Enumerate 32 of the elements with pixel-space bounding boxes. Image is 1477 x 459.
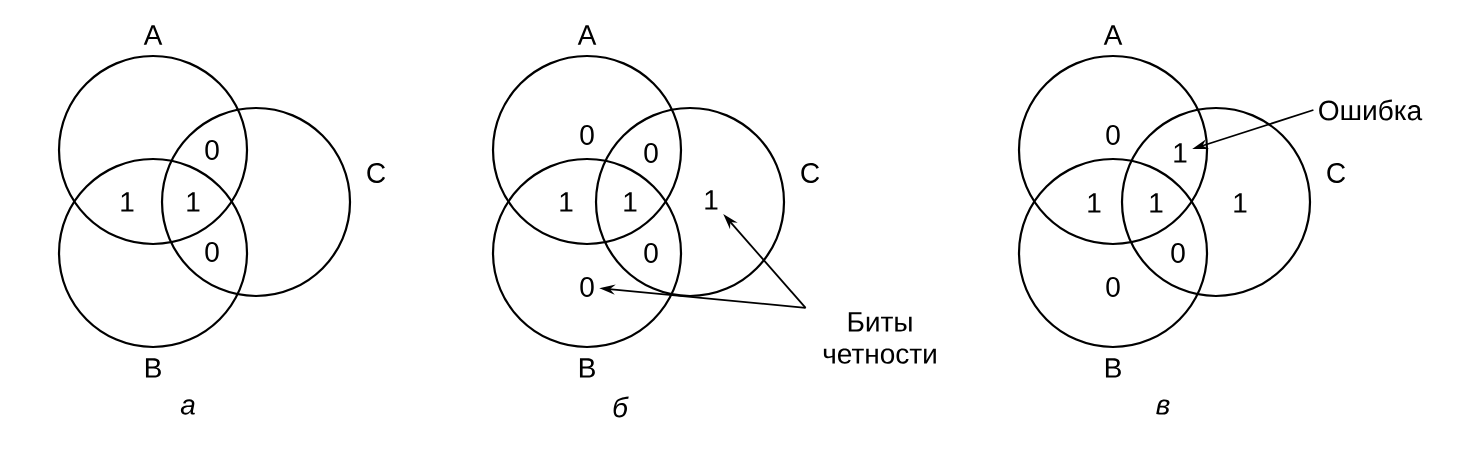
panel-caption: б	[613, 396, 629, 418]
node-label: A	[143, 25, 163, 45]
bit-value: 0	[644, 143, 658, 163]
node-label: C	[801, 163, 820, 183]
bit-value: 0	[1171, 243, 1185, 263]
panel-caption: а	[180, 399, 195, 415]
node-label: A	[1103, 25, 1123, 45]
node-label: B	[145, 358, 161, 378]
node-label: B	[1105, 358, 1121, 378]
node-label: A	[577, 25, 597, 45]
callout-text: Биты четности	[823, 312, 936, 364]
bit-value: 0	[580, 125, 594, 145]
node-label: B	[579, 358, 595, 378]
node-label: C	[367, 163, 386, 183]
panel-caption: в	[1156, 399, 1170, 415]
bit-value: 0	[580, 277, 594, 297]
bit-value: 1	[187, 192, 200, 212]
bit-value: 1	[560, 192, 573, 212]
bit-value: 1	[1088, 193, 1101, 213]
bit-value: 1	[705, 190, 718, 210]
bit-value: 0	[1106, 277, 1120, 297]
bit-value: 1	[1150, 193, 1163, 213]
node-label: C	[1327, 163, 1346, 183]
callout-text: Ошибка	[1319, 99, 1423, 121]
bit-value: 0	[205, 140, 219, 160]
bit-value: 1	[1234, 193, 1247, 213]
bit-value: 1	[121, 192, 134, 212]
bit-value: 0	[1106, 125, 1120, 145]
bit-value: 1	[624, 192, 637, 212]
bit-value: 1	[1174, 143, 1187, 163]
bit-value: 0	[205, 242, 219, 262]
bit-value: 0	[644, 243, 658, 263]
